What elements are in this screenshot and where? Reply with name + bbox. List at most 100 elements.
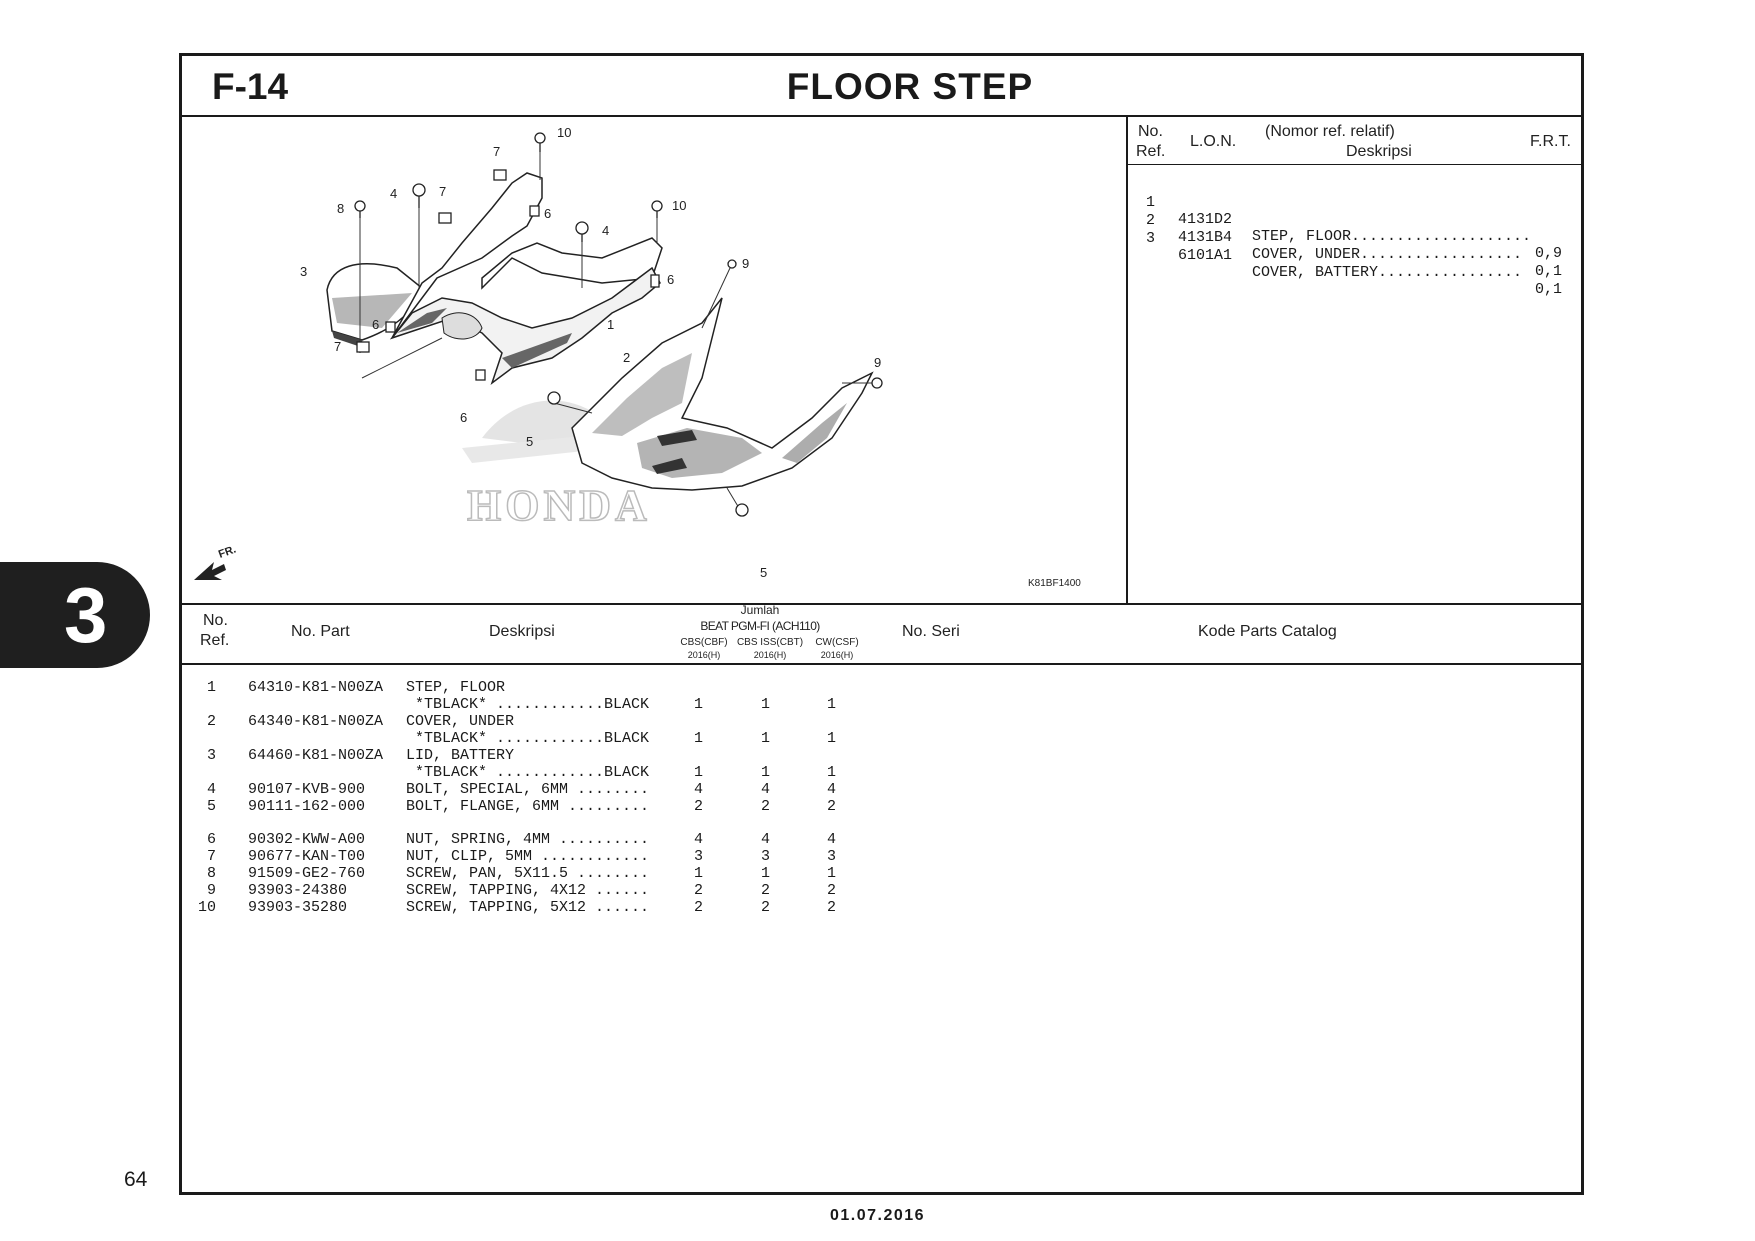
frt-header-no: No. xyxy=(1138,123,1163,140)
frt-value: 0,1 xyxy=(1535,263,1563,280)
frt-header-deskripsi: Deskripsi xyxy=(1346,143,1412,160)
leader-lines xyxy=(359,148,877,514)
parts-header-part: No. Part xyxy=(291,623,350,640)
frt-no: 2 xyxy=(1146,212,1156,229)
callout-label: 6 xyxy=(460,410,467,425)
row-qty: 3 xyxy=(694,848,704,865)
callout-labels: 10 7 4 7 8 6 10 4 3 9 6 1 6 7 2 9 6 5 5 xyxy=(300,125,881,580)
row-ref: 2 xyxy=(206,713,216,730)
row-qty: 1 xyxy=(827,865,837,882)
row-desc: SCREW, PAN, 5X11.5 ........ xyxy=(406,865,650,882)
row-qty: 2 xyxy=(827,798,837,815)
row-qty: 2 xyxy=(694,899,704,916)
variant-year: 2016(H) xyxy=(753,650,787,660)
row-qty: 2 xyxy=(761,899,771,916)
frt-no: 1 xyxy=(1146,194,1156,211)
variant-name: CW(CSF) xyxy=(815,637,859,648)
row-qty: 2 xyxy=(694,882,704,899)
frt-header-frt: F.R.T. xyxy=(1530,133,1571,150)
callout-label: 3 xyxy=(300,264,307,279)
frt-lon: 4131B4 xyxy=(1178,229,1233,246)
row-qty: 1 xyxy=(761,730,771,747)
variant-year: 2016(H) xyxy=(687,650,721,660)
page-title: FLOOR STEP xyxy=(786,66,1034,107)
honda-wing-watermark xyxy=(462,400,612,463)
callout-label: 2 xyxy=(623,350,630,365)
parts-header-divider xyxy=(181,663,1582,665)
row-qty: 2 xyxy=(827,899,837,916)
front-arrow-icon: FR. xyxy=(194,543,238,580)
chapter-number: 3 xyxy=(64,571,108,659)
callout-label: 9 xyxy=(874,355,881,370)
callout-label: 6 xyxy=(544,206,551,221)
row-part: 64340-K81-N00ZA xyxy=(248,713,384,730)
variant-name: CBS ISS(CBT) xyxy=(736,637,804,648)
callout-label: 8 xyxy=(337,201,344,216)
callout-label: 1 xyxy=(607,317,614,332)
row-qty: 1 xyxy=(827,730,837,747)
frt-header-rule xyxy=(1128,164,1582,165)
frt-row: 3 6101A1 COVER, BATTERY................ … xyxy=(1138,213,1562,298)
row-part: 90677-KAN-T00 xyxy=(248,848,366,865)
frt-header-nomor: (Nomor ref. relatif) xyxy=(1265,123,1395,140)
frt-lon: 6101A1 xyxy=(1178,247,1233,264)
frt-desc: STEP, FLOOR.................... xyxy=(1252,228,1532,245)
parts-header-catalog: Kode Parts Catalog xyxy=(1198,623,1337,640)
row-qty: 1 xyxy=(694,865,704,882)
row-desc: COVER, UNDER xyxy=(406,713,515,730)
row-ref: 5 xyxy=(206,798,216,815)
row-ref: 10 xyxy=(197,899,216,916)
row-qty: 3 xyxy=(827,848,837,865)
header-divider xyxy=(181,115,1582,117)
callout-label: 6 xyxy=(372,317,379,332)
parts-header-model: BEAT PGM-FI (ACH110) xyxy=(700,619,820,633)
row-qty: 2 xyxy=(694,798,704,815)
row-part: 91509-GE2-760 xyxy=(248,865,366,882)
battery-lid xyxy=(326,263,423,348)
callout-label: 4 xyxy=(602,223,609,238)
variant-name: CBS(CBF) xyxy=(680,637,728,648)
callout-label: 5 xyxy=(526,434,533,449)
row-qty: 4 xyxy=(761,781,771,798)
section-code: F-14 xyxy=(212,66,289,107)
row-qty: 1 xyxy=(694,696,704,713)
row-desc: NUT, CLIP, 5MM ............ xyxy=(406,848,650,865)
floor-step-part xyxy=(389,172,663,386)
under-cover-part xyxy=(571,297,874,491)
row-part: 93903-24380 xyxy=(248,882,348,899)
row-qty: 1 xyxy=(694,730,704,747)
row-part: 90111-162-000 xyxy=(248,798,366,815)
row-desc: SCREW, TAPPING, 5X12 ...... xyxy=(406,899,650,916)
row-ref: 6 xyxy=(206,831,216,848)
row-qty: 1 xyxy=(761,696,771,713)
row-part: 90302-KWW-A00 xyxy=(248,831,366,848)
row-qty: 1 xyxy=(827,696,837,713)
row-desc: BOLT, FLANGE, 6MM ......... xyxy=(406,798,650,815)
row-qty: 4 xyxy=(761,831,771,848)
row-qty: 2 xyxy=(827,882,837,899)
row-ref: 1 xyxy=(206,679,216,696)
page-number: 64 xyxy=(124,1168,148,1191)
front-label: FR. xyxy=(217,543,238,560)
row-ref: 7 xyxy=(206,848,216,865)
row-desc: STEP, FLOOR xyxy=(406,679,506,696)
chapter-tab: 3 xyxy=(0,562,150,668)
callout-label: 5 xyxy=(760,565,767,580)
row-qty: 1 xyxy=(827,764,837,781)
frt-row: 2 4131B4 COVER, UNDER.................. … xyxy=(1138,195,1562,280)
row-desc: LID, BATTERY xyxy=(406,747,515,764)
row-desc: *TBLACK* ............BLACK xyxy=(406,730,650,747)
page-frame xyxy=(179,53,1584,1195)
row-qty: 1 xyxy=(694,764,704,781)
frt-desc: COVER, UNDER.................. xyxy=(1252,246,1523,263)
callout-label: 7 xyxy=(493,144,500,159)
row-qty: 1 xyxy=(761,865,771,882)
callout-label: 7 xyxy=(334,339,341,354)
diagram-bottom-divider xyxy=(181,603,1582,605)
row-qty: 2 xyxy=(761,882,771,899)
parts-header-ref: Ref. xyxy=(200,632,230,649)
exploded-parts-diagram: HONDA xyxy=(194,125,1081,589)
frt-row: 1 4131D2 STEP, FLOOR....................… xyxy=(1138,177,1562,262)
row-desc: SCREW, TAPPING, 4X12 ...... xyxy=(406,882,650,899)
row-part: 64310-K81-N00ZA xyxy=(248,679,384,696)
